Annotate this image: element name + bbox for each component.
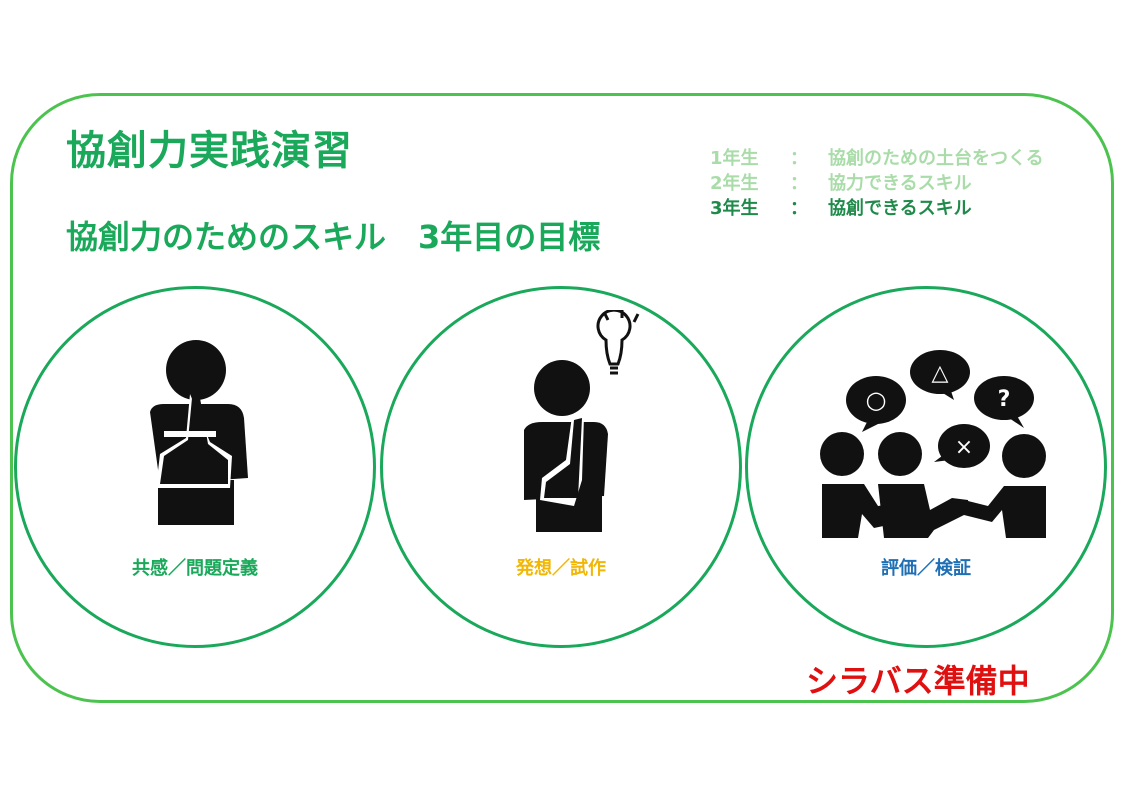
content-frame	[10, 93, 1114, 703]
stage-circle-empathize	[14, 286, 376, 648]
stage-label-evaluate: 評価／検証	[881, 558, 971, 579]
syllabus-status: シラバス準備中	[806, 662, 1030, 700]
stage-circle-evaluate	[745, 286, 1107, 648]
bubble-circle: ○	[866, 386, 887, 414]
page-title: 協創力実践演習	[66, 128, 353, 174]
stage-circle-ideate	[380, 286, 742, 648]
year-goal-3: 3年生 ： 協創できるスキル	[710, 198, 972, 219]
idea-person-icon	[524, 310, 640, 532]
year-goals-list: 1年生 ： 協創のための土台をつくる 2年生 ： 協力できるスキル 3年生 ： …	[710, 146, 1044, 221]
year-goal-1: 1年生 ： 協創のための土台をつくる	[710, 148, 1044, 169]
discussion-group-icon: ○ △ ? ×	[820, 350, 1046, 538]
bubble-question: ?	[998, 387, 1011, 412]
page-subtitle: 協創力のためのスキル 3年目の目標	[66, 218, 601, 256]
stage-label-ideate: 発想／試作	[516, 558, 606, 579]
stage-label-empathize: 共感／問題定義	[132, 558, 258, 579]
bubble-cross: ×	[955, 435, 973, 460]
year-goal-2: 2年生 ： 協力できるスキル	[710, 173, 972, 194]
thinking-person-icon	[150, 340, 248, 525]
bubble-triangle: △	[932, 361, 949, 386]
